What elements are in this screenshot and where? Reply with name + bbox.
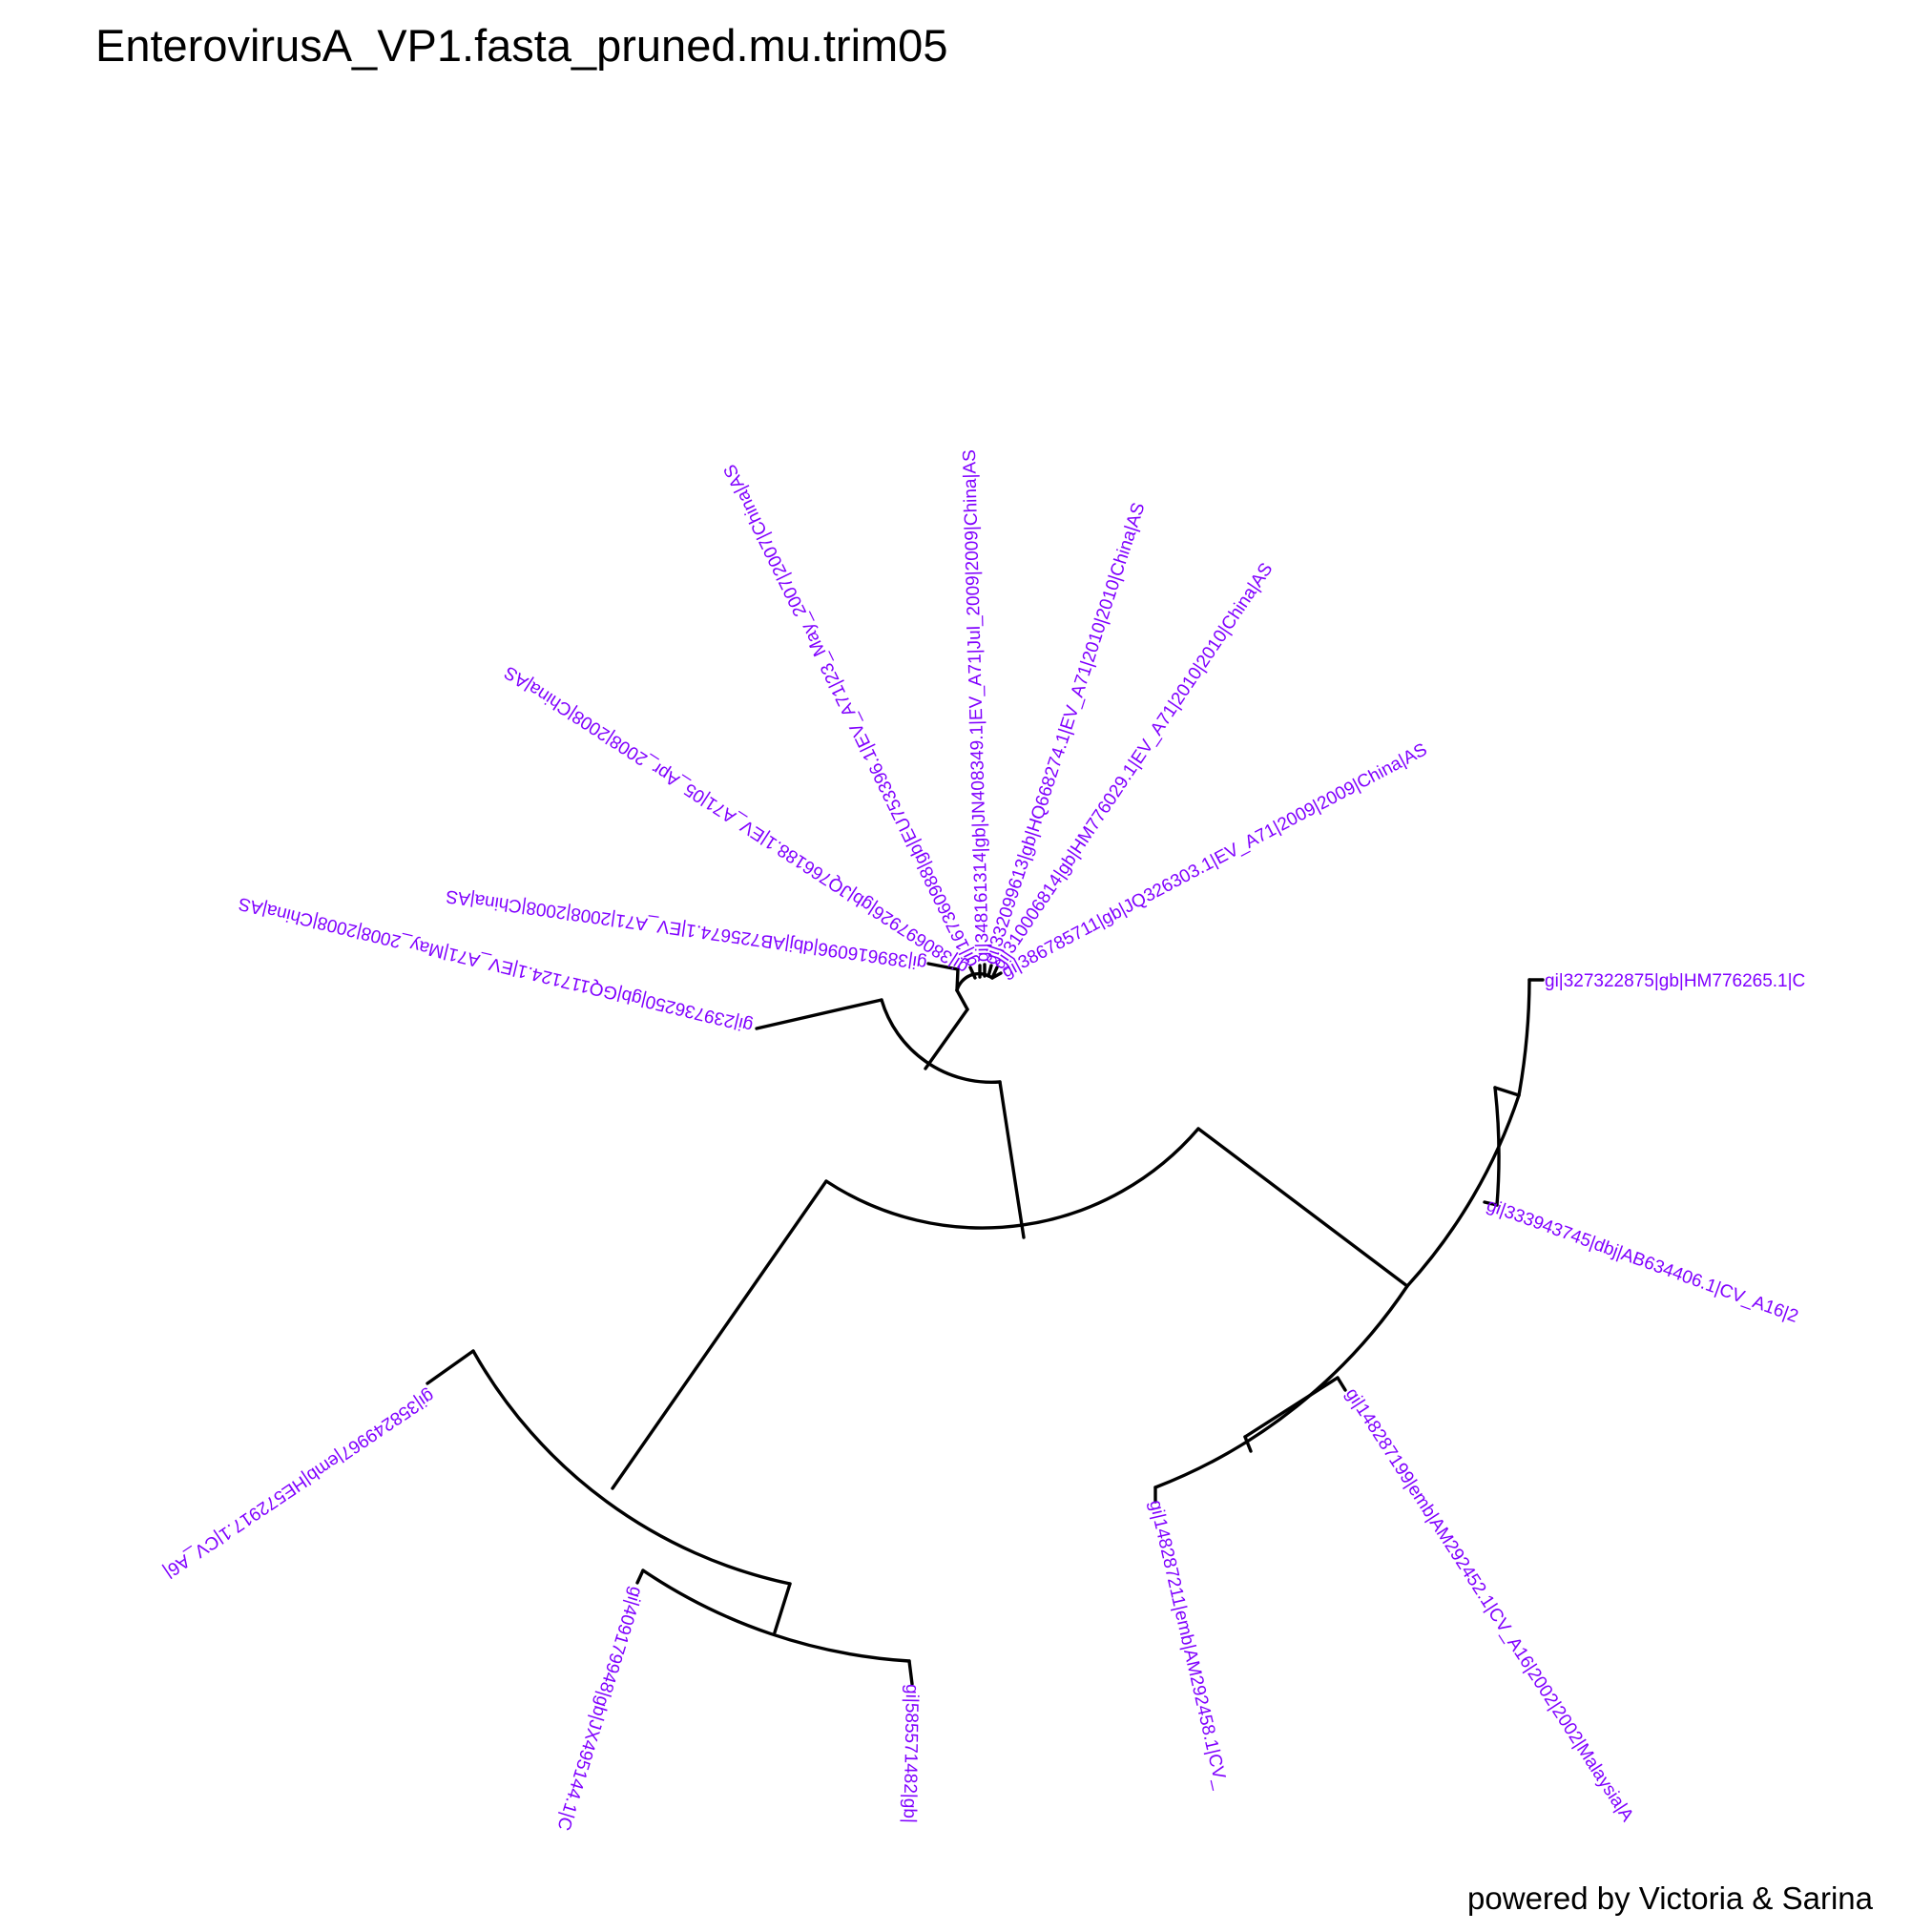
branch-tip-13 (987, 964, 993, 978)
branch-a71-node (955, 988, 969, 1011)
tip-label: gi|585571482|gb| (899, 1684, 922, 1823)
branch-tip-3 (1336, 1376, 1347, 1392)
branch-a71-inner (924, 1008, 969, 1070)
page-title: EnterovirusA_VP1.fasta_pruned.mu.trim05 (95, 20, 947, 71)
branch-a6-tip (426, 1349, 475, 1385)
branch-tip-5 (907, 1659, 914, 1686)
branch-a6-arc (471, 1349, 792, 1586)
branch-a16-sub-inner (1243, 1435, 1253, 1453)
footer-credit: powered by Victoria & Sarina (1467, 1880, 1874, 1916)
branch-tip-15 (990, 971, 1003, 980)
branch-root-right (1196, 1127, 1409, 1288)
branch-root-mid (998, 1080, 1026, 1239)
branch-a16-arc (1153, 1284, 1409, 1489)
branch-a16-top-node (1493, 1086, 1501, 1207)
tip-label: gi|358249967|emb|HE572917.1|CV_A6| (160, 1385, 438, 1582)
branch-tip-9 (926, 962, 960, 992)
branch-a16-sub-arc (1243, 1376, 1340, 1439)
tip-label: gi|327322875|gb|HM776265.1|C (1545, 971, 1805, 991)
branch-tip-8 (755, 998, 883, 1030)
branch-tip-10 (968, 966, 977, 980)
branch-root-arc (824, 1127, 1200, 1230)
tip-label: gi|239736250|gb|GQ117124.1|EV_A71|May_20… (237, 893, 755, 1036)
branch-a16-top-arc (1517, 978, 1531, 1097)
tip-labels: gi|327322875|gb|HM776265.1|C gi|33394374… (160, 449, 1806, 1833)
branch-a6-inner (773, 1582, 792, 1634)
branch-root-left (611, 1179, 828, 1490)
branch-a71-arc (880, 998, 1002, 1085)
branch-sub-arc (641, 1568, 911, 1663)
tip-label: gi|148287211|emb|AM292458.1|CV_ (1145, 1498, 1231, 1791)
tip-label: gi|348161314|gb|JN408349.1|EV_A71|Jul_20… (960, 449, 993, 962)
tip-label: gi|333943745|dbj|AB634406.1|CV_A16|2 (1484, 1195, 1800, 1327)
tip-label: gi|409179948|gb|JX495144.1|C (552, 1585, 646, 1833)
branch-tip-6 (635, 1568, 645, 1585)
tree-branches (426, 962, 1545, 1686)
branch-tip-2 (1483, 1200, 1499, 1207)
tip-label: gi|148287199|emb|AM292452.1|CV_A16|2002|… (1341, 1384, 1637, 1825)
branch-a16-top-node-join (1493, 1086, 1521, 1097)
branch-a16-upper (1405, 1093, 1521, 1288)
